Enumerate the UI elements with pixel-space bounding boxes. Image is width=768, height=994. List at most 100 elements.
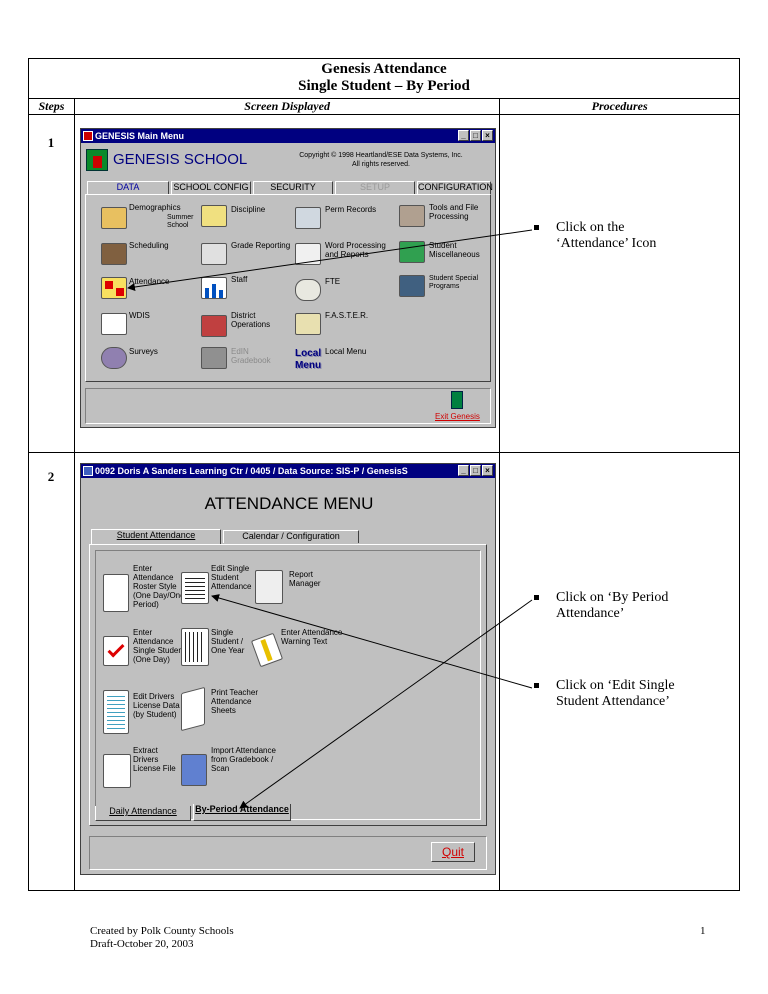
surveys-label: Surveys <box>129 347 158 356</box>
tab-configuration[interactable]: CONFIGURATION <box>417 181 493 194</box>
procedure-2b-line-2: Student Attendance’ <box>556 694 670 709</box>
edin-gradebook-icon[interactable] <box>201 347 227 369</box>
tab-calendar-configuration[interactable]: Calendar / Configuration <box>223 530 359 543</box>
extract-file-icon[interactable] <box>103 754 131 788</box>
title-line-2: Single Student – By Period <box>298 78 470 94</box>
single-day-check-icon[interactable] <box>103 636 129 666</box>
grade-reporting-icon[interactable] <box>201 243 227 265</box>
exit-door-icon[interactable] <box>451 391 463 409</box>
demographics-label: Demographics <box>129 203 181 212</box>
title-line-1: Genesis Attendance <box>321 61 447 77</box>
copyright-line-2: All rights reserved. <box>352 161 410 168</box>
print-sheets-icon[interactable] <box>181 686 205 732</box>
discipline-icon[interactable] <box>201 205 227 227</box>
genesis-school-brand: GENESIS SCHOOL <box>113 151 248 168</box>
maximize-icon[interactable]: □ <box>470 465 481 476</box>
surveys-icon[interactable] <box>101 347 127 369</box>
procedure-2b: Click on ‘Edit Single Student Attendance… <box>534 678 756 710</box>
bottom-bar <box>85 388 491 424</box>
one-year-calendar-icon[interactable] <box>181 628 209 666</box>
faster-label: F.A.S.T.E.R. <box>325 311 369 320</box>
footer-credit: Created by Polk County Schools Draft-Oct… <box>90 925 234 951</box>
close-icon[interactable]: × <box>482 130 493 141</box>
word-processing-icon[interactable] <box>295 243 321 265</box>
staff-label: Staff <box>231 275 248 284</box>
step-cell-1 <box>28 114 75 453</box>
step-number-2: 2 <box>47 469 55 484</box>
window-titlebar: 0092 Doris A Sanders Learning Ctr / 0405… <box>81 464 495 478</box>
exit-genesis-link[interactable]: Exit Genesis <box>435 412 480 421</box>
roster-clipboard-icon[interactable] <box>103 574 129 612</box>
fte-icon[interactable] <box>295 279 321 301</box>
step-number-1: 1 <box>47 135 55 150</box>
tab-school-config[interactable]: SCHOOL CONFIG <box>171 181 251 194</box>
footer-line-2: Draft-October 20, 2003 <box>90 938 194 950</box>
student-special-icon[interactable] <box>399 275 425 297</box>
close-icon[interactable]: × <box>482 465 493 476</box>
header-procedures: Procedures <box>499 98 740 115</box>
maximize-icon[interactable]: □ <box>470 130 481 141</box>
wdis-icon[interactable] <box>101 313 127 335</box>
tab-setup[interactable]: SETUP <box>335 181 415 194</box>
window-title: GENESIS Main Menu <box>95 131 185 141</box>
attendance-icon[interactable] <box>101 277 127 299</box>
edit-single-student-icon[interactable] <box>181 572 209 604</box>
import-disk-icon[interactable] <box>181 754 207 786</box>
genesis-main-menu-window: GENESIS Main Menu _ □ × GENESIS SCHOOL C… <box>80 128 496 428</box>
attendance-menu-title: ATTENDANCE MENU <box>204 494 374 513</box>
attendance-menu-window: 0092 Doris A Sanders Learning Ctr / 0405… <box>80 463 496 875</box>
header-screen: Screen Displayed <box>73 98 501 115</box>
staff-icon[interactable] <box>201 277 227 299</box>
district-operations-icon[interactable] <box>201 315 227 337</box>
minimize-icon[interactable]: _ <box>458 465 469 476</box>
tab-by-period-attendance[interactable]: By-Period Attendance <box>193 804 291 821</box>
discipline-label: Discipline <box>231 205 266 214</box>
copyright-text: Copyright © 1998 Heartland/ESE Data Syst… <box>281 151 481 169</box>
perm-records-label: Perm Records <box>325 205 377 214</box>
tab-daily-attendance[interactable]: Daily Attendance <box>95 806 191 821</box>
copyright-line-1: Copyright © 1998 Heartland/ESE Data Syst… <box>299 152 463 159</box>
tab-student-attendance[interactable]: Student Attendance <box>91 529 221 544</box>
procedure-2a-line-1: Click on ‘By Period <box>556 590 669 605</box>
report-manager-icon[interactable] <box>255 570 283 604</box>
procedure-1-line-2: ‘Attendance’ Icon <box>556 236 657 251</box>
procedure-1-line-1: Click on the <box>556 220 625 235</box>
tab-data[interactable]: DATA <box>87 181 169 195</box>
tab-security[interactable]: SECURITY <box>253 181 333 194</box>
tools-icon[interactable] <box>399 205 425 227</box>
minimize-icon[interactable]: _ <box>458 130 469 141</box>
window-titlebar: GENESIS Main Menu _ □ × <box>81 129 495 143</box>
bullet-icon <box>534 595 539 600</box>
quit-button[interactable]: Quit <box>431 842 475 862</box>
grade-reporting-label: Grade Reporting <box>231 241 291 250</box>
faster-icon[interactable] <box>295 313 321 335</box>
step-cell-2 <box>28 452 75 891</box>
drivers-license-notebook-icon[interactable] <box>103 690 129 734</box>
school-house-icon <box>86 149 108 171</box>
footer-line-1: Created by Polk County Schools <box>90 925 234 937</box>
demographics-icon[interactable] <box>101 207 127 229</box>
perm-records-icon[interactable] <box>295 207 321 229</box>
attendance-label: Attendance <box>129 277 170 286</box>
scheduling-icon[interactable] <box>101 243 127 265</box>
procedure-2a-line-2: Attendance’ <box>556 606 625 621</box>
app-icon <box>83 466 93 476</box>
student-misc-icon[interactable] <box>399 241 425 263</box>
procedure-cell-2 <box>499 452 740 891</box>
procedure-2b-line-1: Click on ‘Edit Single <box>556 678 675 693</box>
